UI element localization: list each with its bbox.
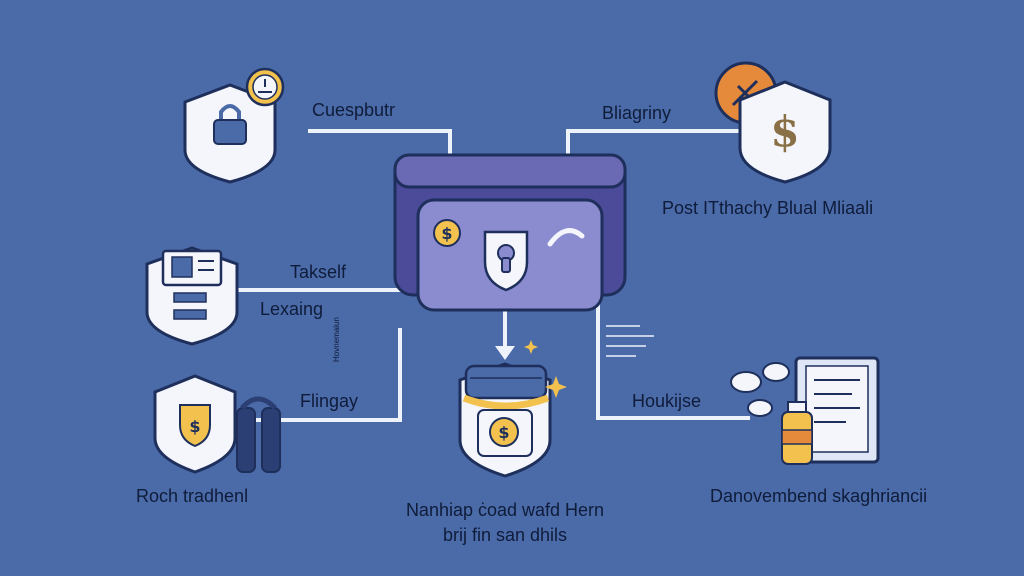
label-bottom-right: Danovembend skaghriancii [710,486,928,506]
computer-screen-icon [161,249,223,320]
padlock-icon [213,104,247,145]
label-top-left: Cuespbutr [312,100,396,120]
shield-node[interactable]: $ [153,374,281,474]
label-bottom-left: Roch tradhenl [136,486,249,506]
bottle-icon [781,401,813,465]
label-right-lower: Houkijse [632,391,702,411]
label-bottom-center-2: brij fin san dhils [442,525,568,545]
binoculars-icon [236,396,281,473]
dollar-icon: $ [770,107,799,156]
svg-text:$: $ [441,224,452,243]
connector-left-lower [234,328,402,422]
coin-jar-icon: $ [462,364,550,457]
wallet-icon: $ [393,153,627,312]
svg-text:$: $ [498,423,509,442]
sparkle-icons [524,340,567,398]
arrowhead-down [495,346,515,360]
keyhole-shield-icon [483,230,529,292]
dollar-coin-icon: $ [433,219,461,247]
label-left-middle: Lexaing [260,299,324,319]
label-top-right: Bliagriny [602,103,672,123]
label-right-upper: Post ITthachy Blual Mliaali [662,198,874,218]
chat-bubble-icons [730,362,790,417]
document-node[interactable] [730,356,880,465]
label-left-lower: Flingay [300,391,359,411]
computer-node[interactable] [145,246,239,346]
shield-dollar-icon: $ [179,404,211,448]
svg-text:$: $ [189,417,200,436]
clock-icon [245,67,285,107]
padlock-node[interactable] [183,67,285,184]
coin-jar-node[interactable]: $ [458,340,567,478]
label-bottom-center-1: Nanhiap ċoad wafd Hern [405,500,605,520]
label-vertical-small: Hovnemaiun [332,317,341,362]
label-left-upper: Takself [290,262,347,282]
dollar-node[interactable]: $ [714,61,832,184]
data-dashes [606,325,654,357]
